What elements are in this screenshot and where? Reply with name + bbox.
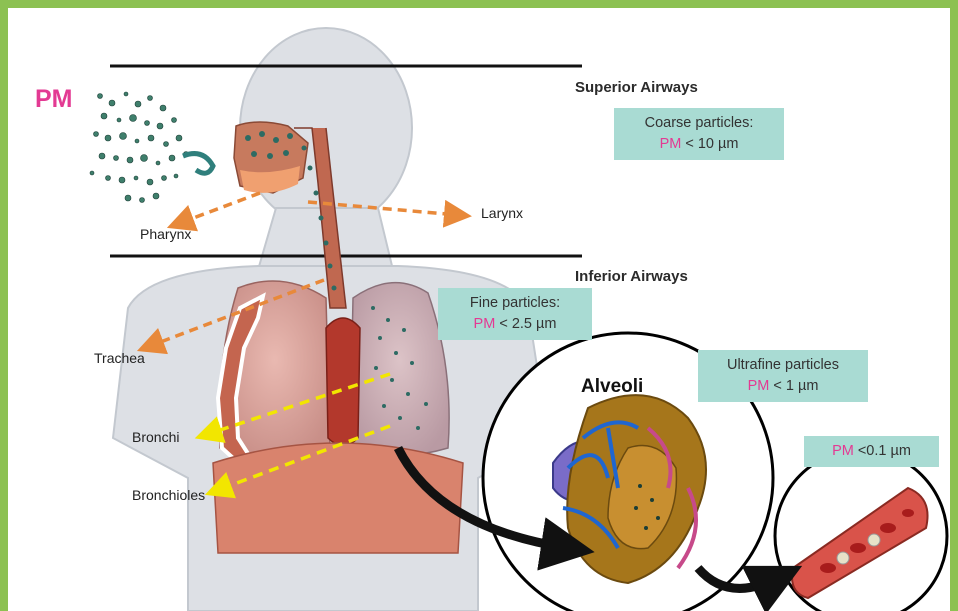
ultrafine-particles-title: Ultrafine particles [704,355,862,376]
pm-particle-cloud [90,92,189,203]
nano-particles-box: PM <0.1 µm [804,436,939,467]
diaphragm [213,443,463,553]
larynx-label: Larynx [481,205,523,221]
nasal-cavity [234,122,308,193]
ultrafine-particles-size: PM < 1 µm [704,376,862,397]
coarse-particles-size: PM < 10 µm [620,134,778,155]
coarse-particles-title: Coarse particles: [620,113,778,134]
inferior-airways-heading: Inferior Airways [575,268,688,285]
bronchi-label: Bronchi [132,429,179,445]
superior-airways-heading: Superior Airways [575,79,698,96]
heart [326,318,360,446]
fine-particles-box: Fine particles: PM < 2.5 µm [438,288,592,340]
bronchioles-label: Bronchioles [132,487,205,503]
figure-panel: PM Superior Airways Inferior Airways Pha… [8,8,950,611]
fine-particles-title: Fine particles: [444,293,586,314]
inhale-swirl [183,154,213,174]
pm-title: PM [35,85,73,114]
trachea-label: Trachea [94,350,145,366]
fine-particles-size: PM < 2.5 µm [444,314,586,335]
ultrafine-particles-box: Ultrafine particles PM < 1 µm [698,350,868,402]
nano-particles-size: PM <0.1 µm [810,441,933,462]
alveoli-label: Alveoli [581,376,643,398]
coarse-particles-box: Coarse particles: PM < 10 µm [614,108,784,160]
pharynx-label: Pharynx [140,226,191,242]
